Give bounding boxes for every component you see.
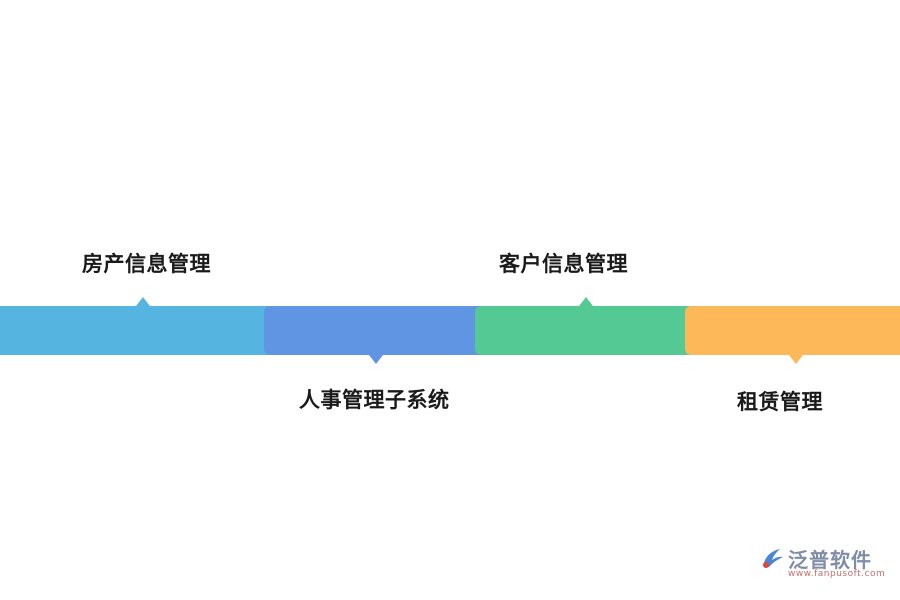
step-3-pointer bbox=[579, 297, 593, 306]
timeline-band bbox=[0, 306, 900, 355]
step-2-pointer bbox=[369, 355, 383, 364]
step-3-bar bbox=[475, 306, 705, 355]
step-4-label: 租赁管理 bbox=[737, 390, 823, 414]
step-2-label: 人事管理子系统 bbox=[299, 388, 450, 412]
step-1-label: 房产信息管理 bbox=[82, 252, 211, 276]
step-2-bar bbox=[264, 306, 494, 355]
step-1-pointer bbox=[136, 297, 150, 306]
step-1-bar bbox=[0, 306, 300, 355]
fanpu-logo-icon bbox=[763, 549, 783, 568]
step-3-label: 客户信息管理 bbox=[499, 252, 628, 276]
watermark-url: www.fanpusoft.com bbox=[788, 569, 886, 579]
watermark-brand: 泛普软件 bbox=[788, 548, 872, 572]
step-4-bar bbox=[685, 306, 900, 355]
step-4-pointer bbox=[789, 355, 803, 364]
watermark: 泛普软件 www.fanpusoft.com bbox=[760, 544, 890, 584]
